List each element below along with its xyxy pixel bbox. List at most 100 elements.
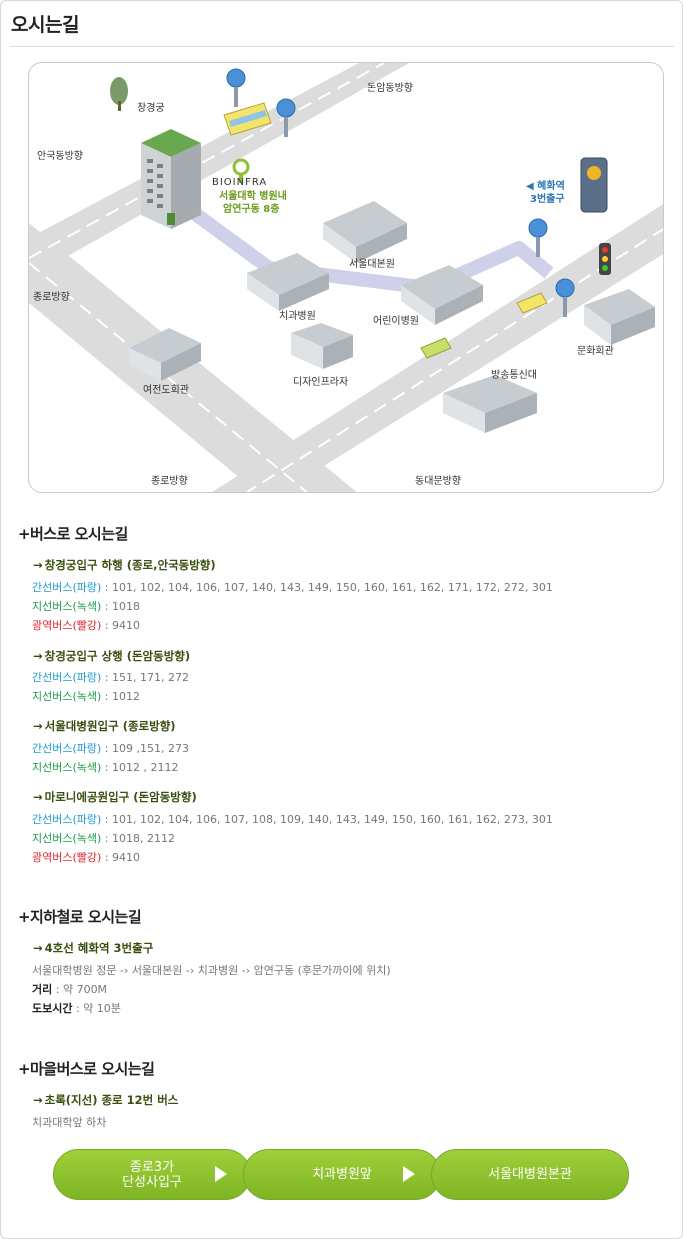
map-label-changgyeonggung: 창경궁 [137,101,165,114]
arrow-right-icon: → [33,719,43,733]
design-plaza-building [291,323,353,369]
bus-icon [223,102,272,136]
car-icon [420,337,452,359]
bus-type-label: 지선버스(녹색) [32,761,102,774]
map-label-children: 어린이병원 [373,315,419,327]
bus-type-label: 광역버스(빨강) [32,851,102,864]
chevron-right-icon [403,1166,415,1182]
map-label-jongno-bottom: 종로방향 [151,475,188,487]
subway-section-title-text: 지하철로 오시는길 [30,908,142,926]
village-bus-section-title: +마을버스로 오시는길 [18,1058,155,1079]
tree-icon [110,77,128,111]
map-label-yeojeon: 여전도회관 [143,384,189,396]
subway-stop: →4호선 혜화역 3번출구 [33,940,153,956]
subway-section-title: +지하철로 오시는길 [18,906,142,927]
bus-stop-2-name: 창경궁입구 상행 (돈암동방향) [44,649,191,663]
bus-type-label: 간선버스(파랑) [32,671,102,684]
walk-time-value: : 약 10분 [72,1002,121,1015]
distance-label: 거리 [32,983,53,996]
bus-line-row: 지선버스(녹색) : 1018 [32,598,140,614]
bus-numbers: : 9410 [101,619,141,632]
broadcast-university-building [443,375,537,433]
car-icon [516,292,548,314]
bus-line-row: 지선버스(녹색) : 1012 [32,688,140,704]
plus-icon: + [18,908,31,926]
bus-line-row: 간선버스(파랑) : 101, 102, 104, 106, 107, 140,… [32,579,553,595]
plus-icon: + [18,1060,31,1078]
snuh-main-building [323,201,407,263]
bus-stop-icon [276,98,296,137]
culture-hall-building [584,289,655,345]
title-divider [10,46,674,47]
arrow-right-icon: → [33,790,43,804]
bus-stop-4-name: 마로니에공원입구 (돈암동방향) [44,790,197,804]
map-label-dongdaemun: 동대문방향 [415,475,461,487]
bus-line-row: 광역버스(빨강) : 9410 [32,617,140,633]
children-hospital-building [401,265,483,325]
page-title: 오시는길 [11,14,79,36]
map-label-broadcast: 방송통신대 [491,369,537,381]
subway-route: 서울대학병원 정문 -› 서울대본원 -› 치과병원 -› 암연구동 (후문가까… [32,964,391,977]
subway-distance: 거리 : 약 700M [32,981,107,997]
chevron-right-icon [215,1166,227,1182]
bus-type-label: 간선버스(파랑) [32,742,102,755]
bus-line-row: 광역버스(빨강) : 9410 [32,849,140,865]
subway-walk-time: 도보시간 : 약 10분 [32,1000,121,1016]
village-bus-stop-name: 초록(지선) 종로 12번 버스 [44,1093,179,1107]
bus-type-label: 간선버스(파랑) [32,581,102,594]
bus-type-label: 지선버스(녹색) [32,690,102,703]
walk-time-label: 도보시간 [32,1002,73,1015]
map-label-bioinfra-line1: 서울대학 병원내 [219,189,287,202]
bus-type-label: 지선버스(녹색) [32,600,102,613]
arrow-right-icon: → [33,558,43,572]
bus-section-title: +버스로 오시는길 [18,523,128,544]
plus-icon: + [18,525,31,543]
map-label-snuh-main: 서울대본원 [349,258,395,270]
village-bus-section-title-text: 마을버스로 오시는길 [30,1060,155,1078]
bus-stop-icon [555,278,575,317]
route-step-jongno-line2: 단성사입구 [122,1174,182,1190]
bus-numbers: : 101, 102, 104, 106, 107, 108, 109, 140… [101,813,553,826]
bus-line-row: 간선버스(파랑) : 101, 102, 104, 106, 107, 108,… [32,811,553,827]
arrow-right-icon: → [33,941,43,955]
bus-numbers: : 1012 [101,690,141,703]
map-label-hyehwa-line1: ◀ 혜화역 [526,179,565,192]
bus-type-label: 광역버스(빨강) [32,619,102,632]
distance-value: : 약 700M [52,983,108,996]
map-label-hyehwa-line2: 3번출구 [530,192,565,205]
bus-type-label: 지선버스(녹색) [32,832,102,845]
dental-hospital-building [247,253,329,311]
bus-numbers: : 101, 102, 104, 106, 107, 140, 143, 149… [101,581,553,594]
subway-stop-name: 4호선 혜화역 3번출구 [44,941,154,955]
subway-exit-icon [580,157,608,213]
arrow-right-icon: → [33,649,43,663]
map-label-jongno-left: 종로방향 [33,291,70,303]
bus-line-row: 지선버스(녹색) : 1012 , 2112 [32,759,179,775]
traffic-light-icon [599,243,611,275]
location-map: 창경궁 돈암동방향 안국동방향 [28,62,664,493]
bus-stop-icon [226,68,246,107]
route-step-snuh-label: 서울대병원본관 [488,1167,572,1182]
bioinfra-logo: BIOINFRA [212,177,267,188]
map-label-donamdong: 돈암동방향 [367,82,413,94]
bus-stop-3-name: 서울대병원입구 (종로방향) [44,719,176,733]
bus-numbers: : 109 ,151, 273 [101,742,189,755]
bus-type-label: 간선버스(파랑) [32,813,102,826]
bus-stop-2: →창경궁입구 상행 (돈암동방향) [33,648,190,664]
bus-numbers: : 1012 , 2112 [101,761,179,774]
route-step-snuh[interactable]: 서울대병원본관 [431,1149,629,1200]
bus-stop-icon [528,218,548,257]
bus-line-row: 간선버스(파랑) : 151, 171, 272 [32,669,189,685]
bus-stop-1: →창경궁입구 하행 (종로,안국동방향) [33,557,216,573]
map-label-culture-hall: 문화회관 [577,345,614,357]
bus-line-row: 간선버스(파랑) : 109 ,151, 273 [32,740,189,756]
bus-numbers: : 9410 [101,851,141,864]
cancer-research-building [141,129,201,229]
arrow-right-icon: → [33,1093,43,1107]
map-label-angukdong: 안국동방향 [37,150,83,162]
bus-stop-4: →마로니에공원입구 (돈암동방향) [33,789,197,805]
map-label-dental: 치과병원 [279,310,316,322]
map-label-design-plaza: 디자인프라자 [293,376,348,388]
yeojeon-building [129,328,201,381]
route-step-dental-label: 치과병원앞 [312,1167,372,1182]
